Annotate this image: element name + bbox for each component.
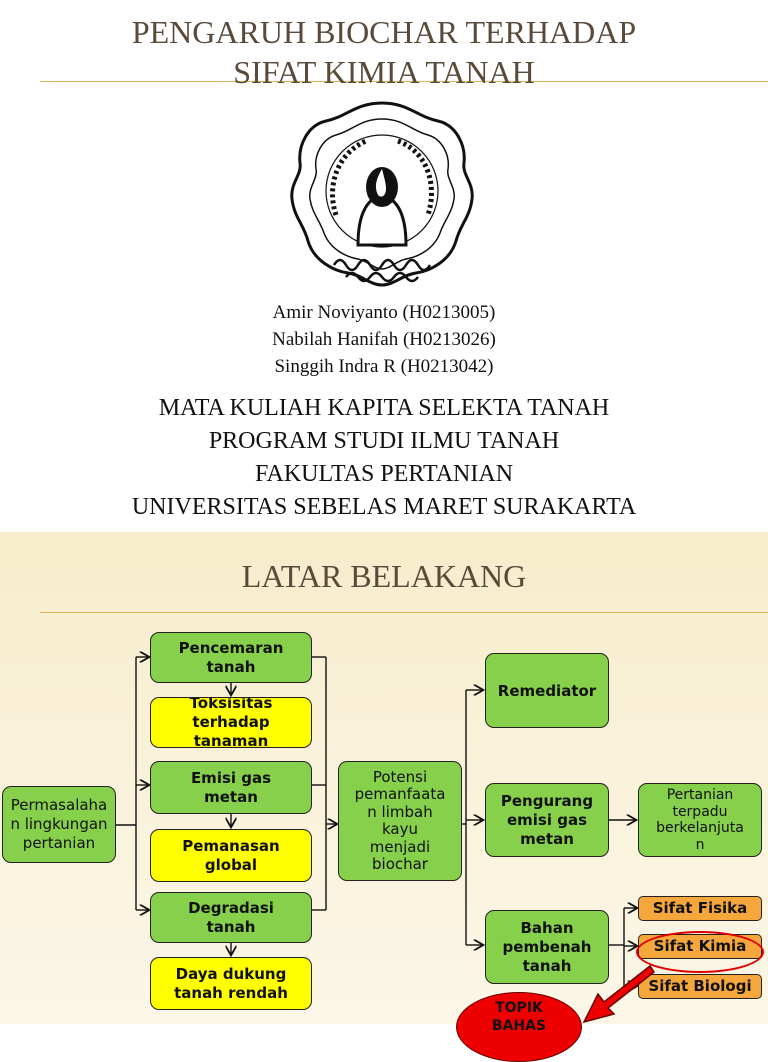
institution-block: MATA KULIAH KAPITA SELEKTA TANAH PROGRAM… (0, 392, 768, 524)
potential-box: Potensi pemanfaata n limbah kayu menjadi… (338, 761, 462, 881)
slide-title-line-1: PENGARUH BIOCHAR TERHADAP (131, 14, 637, 50)
university: UNIVERSITAS SEBELAS MARET SURAKARTA (131, 494, 637, 520)
role-line: Remediator (497, 682, 597, 700)
title-rule (40, 81, 768, 82)
problem-line: tanah (206, 917, 256, 936)
potential-line: Potensi (372, 767, 428, 786)
study-program: PROGRAM STUDI ILMU TANAH (208, 428, 560, 454)
slide-title-line-2: SIFAT KIMIA TANAH (233, 54, 535, 90)
effect-line: tanah rendah (174, 983, 288, 1002)
root-line: Permasalaha (10, 796, 108, 814)
potential-line: n limbah (367, 802, 433, 821)
effect-line: Toksisitas (189, 697, 273, 712)
role-box-remediator: Remediator (485, 653, 609, 728)
role-line: metan (520, 829, 574, 848)
role-line: emisi gas (506, 810, 587, 829)
root-line: pertanian (22, 834, 96, 852)
role-line: tanah (522, 956, 572, 975)
property-physical: Sifat Fisika (638, 896, 762, 921)
integrated-line: berkelanjuta (656, 820, 744, 836)
problem-line: Emisi gas (190, 768, 272, 787)
potential-line: kayu (382, 820, 418, 838)
author-1: Amir Noviyanto (H0213005) (272, 302, 496, 323)
problem-line: tanah (206, 657, 256, 676)
title-slide: PENGARUH BIOCHAR TERHADAP SIFAT KIMIA TA… (0, 14, 768, 524)
integrated-line: terpadu (672, 803, 728, 820)
problem-line: metan (204, 787, 258, 806)
faculty: FAKULTAS PERTANIAN (254, 461, 514, 487)
effect-line: terhadap (192, 713, 270, 731)
topic-arrow-icon (582, 964, 656, 1024)
effect-line: tanaman (193, 732, 269, 748)
highlight-ellipse (636, 931, 764, 973)
integrated-line: Pertanian (666, 787, 734, 803)
problem-line: Degradasi (188, 898, 274, 917)
course-name: MATA KULIAH KAPITA SELEKTA TANAH (158, 395, 610, 421)
author-list: Amir Noviyanto (H0213005) Nabilah Hanifa… (0, 299, 768, 380)
topic-badge: TOPIK BAHAS (456, 992, 582, 1062)
topic-line: BAHAS (491, 1018, 547, 1034)
topic-line: TOPIK (495, 1000, 543, 1016)
author-2: Nabilah Hanifah (H0213026) (272, 329, 496, 350)
root-line: n lingkungan (10, 815, 108, 833)
potential-line: menjadi (369, 837, 431, 856)
university-logo (290, 101, 474, 287)
effect-line: Daya dukung (175, 964, 287, 983)
slide-2-title-rule (40, 612, 768, 613)
potential-line: biochar (372, 855, 428, 873)
integrated-line: n (695, 836, 705, 853)
flow-connectors (116, 0, 768, 1024)
role-line: pembenah (502, 937, 592, 956)
role-line: Pengurang (500, 791, 594, 810)
author-3: Singgih Indra R (H0213042) (274, 356, 494, 377)
effect-line: global (204, 855, 258, 874)
effect-line: Pemanasan (182, 836, 280, 855)
property-biological: Sifat Biologi (638, 974, 762, 999)
slide-2-title: LATAR BELAKANG (241, 558, 527, 594)
problem-line: Pencemaran (178, 638, 284, 657)
potential-line: pemanfaata (354, 785, 446, 803)
role-line: Bahan (520, 918, 574, 937)
